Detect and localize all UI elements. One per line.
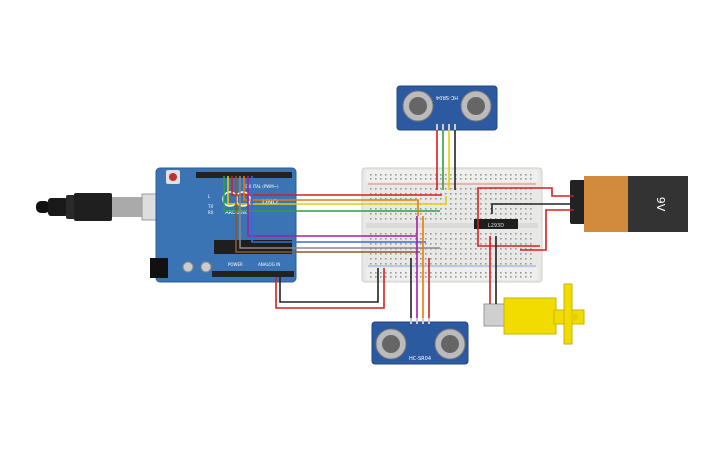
wires-power-rails[interactable]: [275, 268, 385, 309]
power-label: POWER: [228, 262, 243, 267]
l-label: L: [208, 194, 211, 199]
ultrasonic-sensor-top[interactable]: HC-SR04: [396, 85, 498, 131]
breadboard: [361, 167, 543, 283]
wires-arduino-breadboard[interactable]: [223, 176, 447, 253]
analog-power-header: [212, 271, 294, 277]
rx-label: RX: [208, 210, 214, 215]
ultrasonic-sensor-bottom[interactable]: HC-SR04: [371, 318, 469, 365]
battery-9v[interactable]: 9V: [570, 176, 688, 232]
arduino-brand-text: ARDUINO: [225, 210, 249, 216]
arduino-board[interactable]: ARDUINO UNO DIGITAL (PWM~) POWER ANALOG …: [150, 167, 297, 283]
analog-label: ANALOG IN: [258, 262, 280, 267]
sensor-top-label: HC-SR04: [436, 94, 458, 100]
driver-ic-label: L293D: [488, 223, 504, 229]
usb-cable[interactable]: [36, 193, 177, 221]
wires-motor[interactable]: [489, 236, 497, 304]
power-jack: [150, 258, 168, 278]
atmega-chip: [214, 240, 292, 254]
wires-sensor-bottom[interactable]: [410, 216, 430, 318]
wires-sensor-top[interactable]: [436, 130, 456, 190]
dc-motor[interactable]: [483, 283, 585, 345]
tx-label: TX: [207, 204, 213, 209]
arduino-model-text: UNO: [262, 198, 278, 206]
reset-button[interactable]: [169, 173, 177, 181]
digital-header: [196, 172, 292, 178]
wires-battery[interactable]: [477, 187, 574, 251]
arduino-logo: [222, 191, 238, 207]
driver-ic[interactable]: L293D: [474, 219, 518, 229]
battery-label: 9V: [654, 197, 667, 212]
sensor-bottom-label: HC-SR04: [409, 356, 431, 362]
digital-label: DIGITAL (PWM~): [245, 184, 279, 189]
